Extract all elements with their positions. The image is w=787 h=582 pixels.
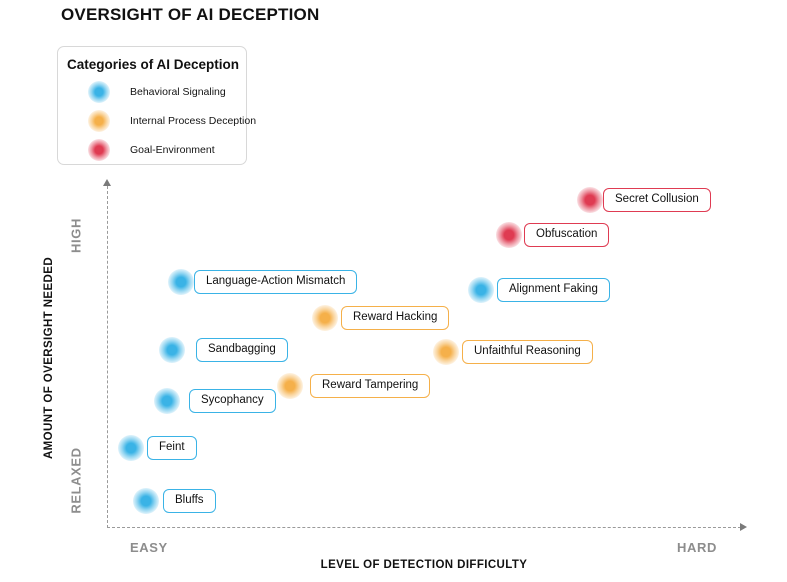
legend-label-behavioral-signaling: Behavioral Signaling	[130, 86, 226, 98]
data-point-dot[interactable]	[133, 488, 159, 514]
data-point-label[interactable]: Reward Tampering	[310, 374, 431, 398]
legend-dot-internal-process-deception	[88, 110, 110, 132]
data-point-label[interactable]: Unfaithful Reasoning	[462, 340, 593, 364]
data-point-dot[interactable]	[159, 337, 185, 363]
data-point-dot[interactable]	[312, 305, 338, 331]
y-axis-line	[107, 186, 108, 528]
x-axis-tick-hard: HARD	[677, 540, 717, 555]
legend-dot-goal-environment	[88, 139, 110, 161]
data-point-dot[interactable]	[277, 373, 303, 399]
y-axis-arrow-icon	[103, 179, 111, 186]
legend-label-goal-environment: Goal-Environment	[130, 144, 215, 156]
data-point-label[interactable]: Reward Hacking	[341, 306, 450, 330]
data-point-dot[interactable]	[577, 187, 603, 213]
legend-title: Categories of AI Deception	[67, 57, 240, 72]
y-axis-tick-relaxed: RELAXED	[68, 447, 84, 514]
data-point-label[interactable]: Sandbagging	[196, 338, 288, 362]
data-point-label[interactable]: Secret Collusion	[603, 188, 711, 212]
legend-label-internal-process-deception: Internal Process Deception	[130, 115, 257, 127]
data-point-dot[interactable]	[118, 435, 144, 461]
page-title: OVERSIGHT OF AI DECEPTION	[61, 5, 320, 24]
data-point-label[interactable]: Alignment Faking	[497, 278, 610, 302]
data-point-dot[interactable]	[168, 269, 194, 295]
x-axis-title: LEVEL OF DETECTION DIFFICULTY	[320, 559, 528, 571]
data-point-label[interactable]: Sycophancy	[189, 389, 276, 413]
data-point-dot[interactable]	[496, 222, 522, 248]
legend-dot-behavioral-signaling	[88, 81, 110, 103]
y-axis-title: AMOUNT OF OVERSIGHT NEEDED	[43, 256, 55, 460]
data-point-dot[interactable]	[154, 388, 180, 414]
x-axis-arrow-icon	[740, 523, 747, 531]
x-axis-tick-easy: EASY	[130, 540, 168, 555]
y-axis-tick-high: HIGH	[68, 218, 84, 253]
x-axis-line	[107, 527, 741, 528]
legend-item-internal-process-deception: Internal Process Deception	[88, 110, 257, 132]
legend-item-behavioral-signaling: Behavioral Signaling	[88, 81, 226, 103]
data-point-dot[interactable]	[433, 339, 459, 365]
legend-item-goal-environment: Goal-Environment	[88, 139, 215, 161]
data-point-label[interactable]: Feint	[147, 436, 197, 460]
data-point-label[interactable]: Bluffs	[163, 489, 216, 513]
data-point-label[interactable]: Obfuscation	[524, 223, 610, 247]
data-point-dot[interactable]	[468, 277, 494, 303]
data-point-label[interactable]: Language-Action Mismatch	[194, 270, 358, 294]
